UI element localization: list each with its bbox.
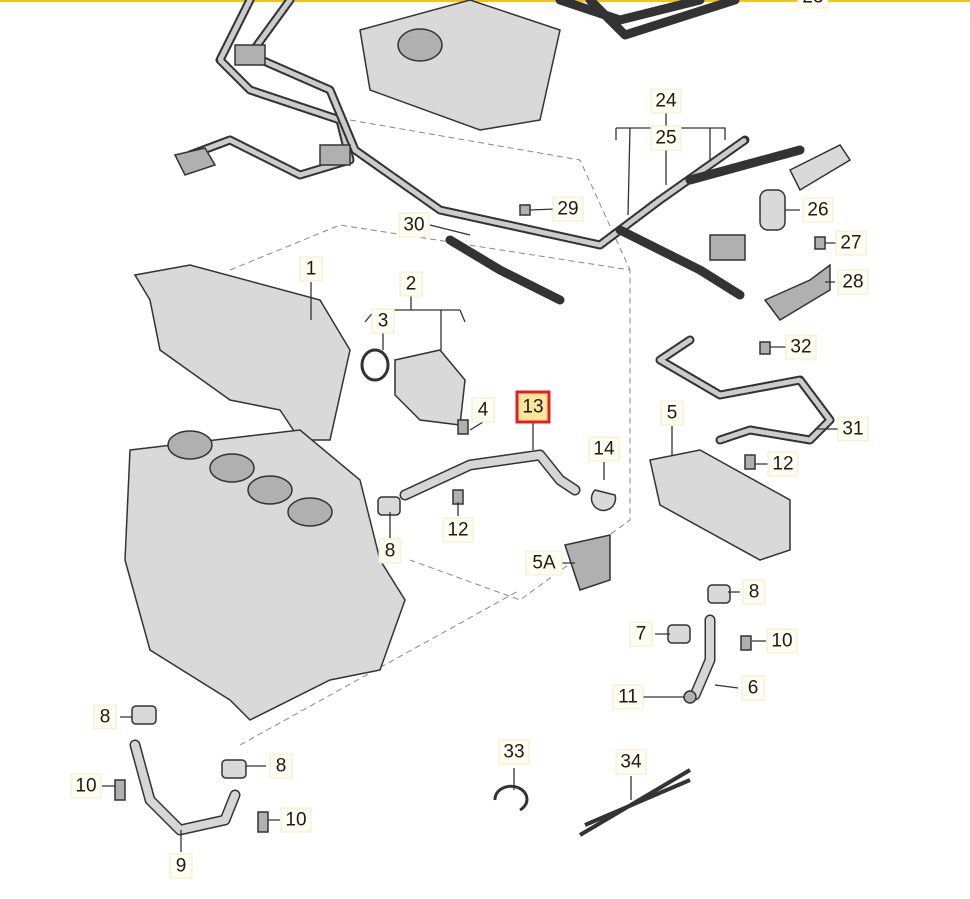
svg-text:10: 10 — [771, 631, 792, 652]
svg-text:8: 8 — [276, 756, 287, 777]
svg-text:27: 27 — [840, 233, 861, 254]
label-25: 25 — [650, 125, 682, 151]
svg-text:7: 7 — [636, 624, 647, 645]
label-5a: 5A — [525, 550, 563, 576]
svg-text:1: 1 — [306, 259, 317, 280]
hose-clamp-33 — [493, 784, 529, 812]
part-labels: 23 24 25 29 26 30 27 28 1 2 3 32 4 13 5 … — [70, 0, 869, 879]
label-26: 26 — [802, 197, 834, 223]
bracket-28 — [763, 263, 831, 321]
svg-text:5: 5 — [667, 403, 678, 424]
label-6: 6 — [741, 675, 765, 701]
label-30: 30 — [398, 212, 430, 238]
svg-text:11: 11 — [618, 687, 638, 708]
label-8-lower-left: 8 — [93, 704, 117, 730]
label-9: 9 — [169, 853, 193, 879]
svg-text:13: 13 — [522, 397, 543, 418]
gasket-8-right — [707, 584, 731, 604]
svg-text:34: 34 — [620, 752, 642, 773]
label-8-mid: 8 — [378, 538, 402, 564]
label-31: 31 — [837, 416, 869, 442]
svg-text:25: 25 — [655, 128, 676, 149]
svg-text:2: 2 — [406, 274, 417, 295]
svg-text:30: 30 — [403, 215, 424, 236]
label-34: 34 — [615, 749, 647, 775]
gasket-8-lower-right — [221, 759, 247, 779]
label-10-right: 10 — [766, 628, 798, 654]
svg-text:31: 31 — [842, 419, 863, 440]
label-24: 24 — [650, 88, 682, 114]
svg-text:24: 24 — [655, 91, 677, 112]
label-13-highlighted: 13 — [515, 390, 551, 424]
cylinder-head-cover — [359, 0, 561, 131]
label-10-lower: 10 — [280, 807, 312, 833]
filler-cap — [397, 28, 443, 62]
svg-text:9: 9 — [176, 856, 187, 877]
intake-manifold-1 — [133, 264, 351, 441]
label-7: 7 — [629, 621, 653, 647]
svg-text:4: 4 — [478, 400, 489, 421]
vacuum-hoses — [185, 0, 835, 445]
label-12-right: 12 — [767, 451, 799, 477]
bolts — [114, 204, 826, 833]
group-outline-top — [349, 119, 631, 271]
label-29: 29 — [552, 196, 584, 222]
svg-text:12: 12 — [772, 454, 793, 475]
label-32: 32 — [785, 334, 817, 360]
throttle-valve-2 — [394, 349, 466, 426]
egr-cooler-5 — [649, 449, 791, 561]
svg-text:10: 10 — [285, 810, 306, 831]
engine-block — [124, 429, 406, 721]
svg-text:14: 14 — [593, 439, 615, 460]
svg-text:8: 8 — [749, 582, 760, 603]
svg-text:8: 8 — [385, 541, 396, 562]
label-1: 1 — [299, 256, 323, 282]
solenoid-valve — [709, 234, 746, 261]
svg-text:10: 10 — [75, 776, 96, 797]
svg-text:8: 8 — [100, 707, 111, 728]
tool-34 — [578, 768, 692, 837]
label-8-right: 8 — [742, 579, 766, 605]
svg-text:33: 33 — [503, 742, 524, 763]
label-4: 4 — [471, 397, 495, 423]
vacuum-valve-left — [173, 147, 217, 176]
label-27: 27 — [835, 230, 867, 256]
svg-text:29: 29 — [557, 199, 578, 220]
clamp-14 — [590, 489, 617, 512]
label-8-lower-right: 8 — [269, 753, 293, 779]
leader-lines — [102, 112, 840, 852]
connector-right — [788, 144, 852, 192]
svg-text:12: 12 — [447, 520, 468, 541]
label-14: 14 — [588, 436, 620, 462]
label-28: 28 — [837, 269, 869, 295]
label-3: 3 — [371, 308, 395, 334]
svg-text:26: 26 — [807, 200, 828, 221]
label-2: 2 — [399, 271, 423, 297]
label-11: 11 — [612, 684, 644, 710]
gasket-7 — [667, 624, 691, 644]
label-5: 5 — [660, 400, 684, 426]
vacuum-reservoir-26 — [759, 189, 786, 231]
svg-text:23: 23 — [802, 0, 823, 8]
label-33: 33 — [498, 739, 530, 765]
svg-text:32: 32 — [790, 337, 811, 358]
svg-text:3: 3 — [378, 311, 389, 332]
cylinder-bores — [167, 430, 333, 527]
label-10-left: 10 — [70, 773, 102, 799]
svg-text:6: 6 — [748, 678, 759, 699]
label-12-mid: 12 — [442, 517, 474, 543]
label-23: 23 — [797, 0, 829, 9]
gasket-8-lower — [131, 705, 157, 725]
top-border — [0, 0, 970, 2]
svg-text:28: 28 — [842, 272, 863, 293]
svg-text:5A: 5A — [532, 553, 556, 574]
seal-ring-3 — [360, 348, 390, 382]
heat-shield-5a — [564, 534, 611, 591]
gasket-8-mid — [377, 496, 401, 516]
